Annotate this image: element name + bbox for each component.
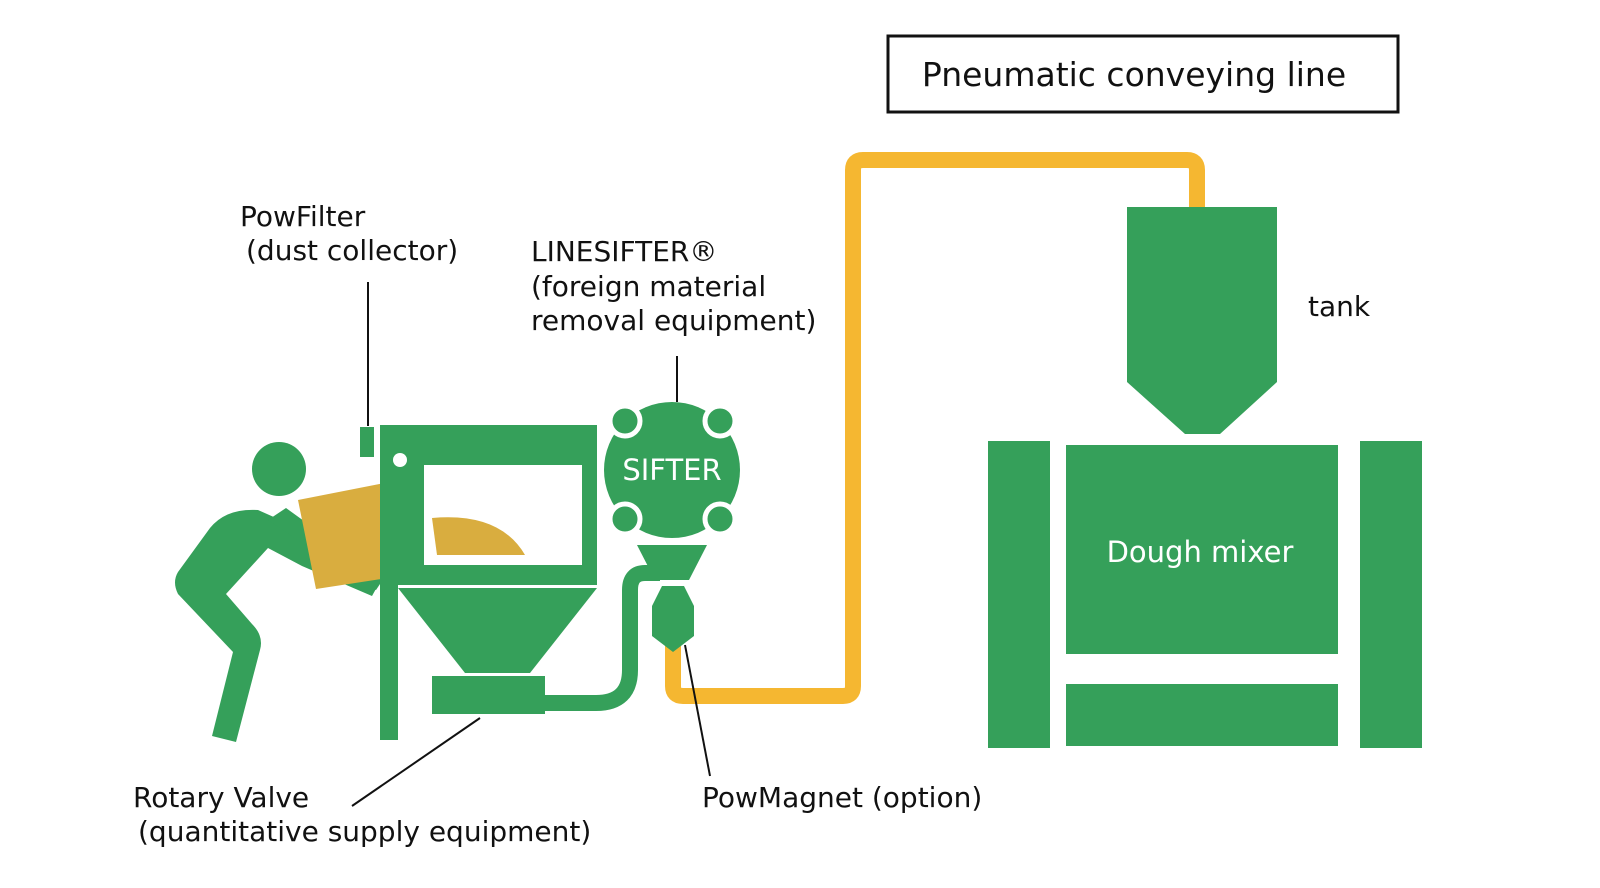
station-leg bbox=[380, 585, 398, 740]
linesifter-label-desc1: (foreign material bbox=[531, 270, 766, 303]
rotary-label-desc: (quantitative supply equipment) bbox=[138, 815, 591, 848]
callout-labels: PowFilter (dust collector) LINESIFTER® (… bbox=[133, 200, 1371, 848]
dough-mixer: Dough mixer bbox=[988, 441, 1422, 748]
hopper-station bbox=[360, 425, 597, 740]
linesifter: SIFTER bbox=[604, 402, 740, 580]
linesifter-label-desc2: removal equipment) bbox=[531, 304, 816, 337]
rotary-label-name: Rotary Valve bbox=[133, 781, 309, 814]
powder-pile bbox=[432, 517, 525, 555]
linesifter-label-name: LINESIFTER® bbox=[531, 235, 717, 268]
mixer-right-frame bbox=[1360, 441, 1422, 748]
sifter-cone bbox=[637, 545, 707, 580]
mixer-label: Dough mixer bbox=[1107, 535, 1294, 569]
powmagnet-unit bbox=[652, 586, 694, 652]
mixer-body bbox=[1066, 445, 1338, 654]
tank-label: tank bbox=[1308, 290, 1371, 323]
hopper-funnel bbox=[398, 588, 597, 673]
cabinet-indicator bbox=[393, 453, 407, 467]
worker-head bbox=[252, 442, 306, 496]
powmagnet-leader bbox=[684, 644, 711, 777]
sifter-clamp-bottom-left bbox=[607, 501, 643, 537]
powfilter-label-desc: (dust collector) bbox=[246, 234, 458, 267]
diagram-title: Pneumatic conveying line bbox=[922, 55, 1346, 94]
sifter-clamp-top-right bbox=[702, 403, 738, 439]
mixer-left-frame bbox=[988, 441, 1050, 748]
feed-hose bbox=[544, 565, 660, 711]
sifter-clamp-bottom-right bbox=[702, 501, 738, 537]
worker-figure bbox=[175, 442, 386, 742]
leader-lines bbox=[351, 282, 711, 807]
pneumatic-pipe bbox=[665, 152, 1205, 704]
rotary-leader bbox=[351, 717, 481, 807]
powmagnet-label: PowMagnet (option) bbox=[702, 781, 982, 814]
sifter-label: SIFTER bbox=[622, 453, 721, 487]
sifter-clamp-top-left bbox=[607, 403, 643, 439]
title-box: Pneumatic conveying line bbox=[886, 34, 1400, 114]
powfilter-unit bbox=[360, 427, 374, 457]
storage-tank bbox=[1127, 207, 1277, 434]
mixer-base bbox=[1066, 684, 1338, 746]
sifter-drum bbox=[604, 402, 740, 538]
powfilter-label-name: PowFilter bbox=[240, 200, 366, 233]
rotary-valve bbox=[432, 676, 545, 714]
